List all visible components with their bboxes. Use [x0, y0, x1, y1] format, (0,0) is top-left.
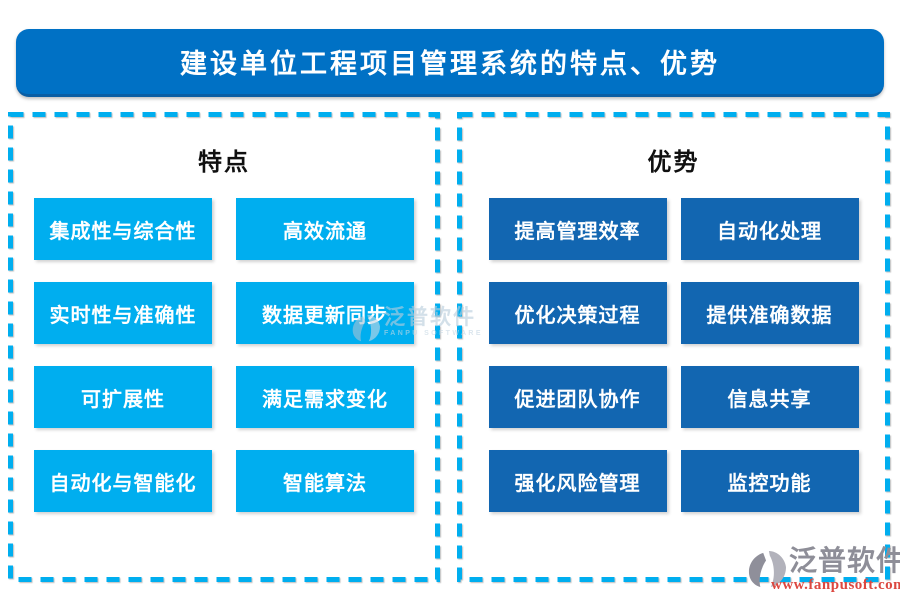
footer-brand: 泛普软件 — [789, 546, 900, 577]
fanpu-swoosh-icon — [748, 550, 786, 588]
advantages-panel-dashed-border — [457, 112, 890, 582]
features-heading: 特点 — [198, 150, 250, 176]
advantages-panel: 优势 提高管理效率 自动化处理 优化决策过程 提供准确数据 促进团队协作 信息共… — [457, 112, 890, 582]
feature-box-5: 可扩展性 — [34, 366, 212, 428]
advantage-box-6: 信息共享 — [680, 366, 859, 428]
advantage-box-2: 自动化处理 — [680, 198, 859, 260]
feature-box-4: 数据更新同步 — [236, 282, 414, 344]
advantage-box-1: 提高管理效率 — [488, 198, 667, 260]
feature-box-8: 智能算法 — [236, 450, 414, 512]
title-banner: 建设单位工程项目管理系统的特点、优势 — [16, 29, 884, 97]
page-title: 建设单位工程项目管理系统的特点、优势 — [180, 49, 720, 79]
advantage-box-7: 强化风险管理 — [488, 450, 667, 512]
features-panel-dashed-border — [8, 112, 440, 582]
feature-box-1: 集成性与综合性 — [34, 198, 212, 260]
advantages-heading: 优势 — [647, 150, 700, 176]
feature-box-7: 自动化与智能化 — [34, 450, 212, 512]
advantage-box-4: 提供准确数据 — [680, 282, 859, 344]
feature-box-6: 满足需求变化 — [236, 366, 414, 428]
feature-box-3: 实时性与准确性 — [34, 282, 212, 344]
features-grid: 集成性与综合性 高效流通 实时性与准确性 数据更新同步 可扩展性 满足需求变化 … — [8, 198, 440, 512]
footer-logo: 泛普软件 www.fanpusoft.com — [748, 546, 900, 598]
footer-website: www.fanpusoft.com — [771, 577, 900, 593]
advantages-grid: 提高管理效率 自动化处理 优化决策过程 提供准确数据 促进团队协作 信息共享 强… — [457, 198, 890, 512]
feature-box-2: 高效流通 — [236, 198, 414, 260]
advantage-box-3: 优化决策过程 — [488, 282, 667, 344]
advantage-box-8: 监控功能 — [680, 450, 859, 512]
features-panel: 特点 集成性与综合性 高效流通 实时性与准确性 数据更新同步 可扩展性 满足需求… — [8, 112, 440, 582]
advantage-box-5: 促进团队协作 — [488, 366, 667, 428]
